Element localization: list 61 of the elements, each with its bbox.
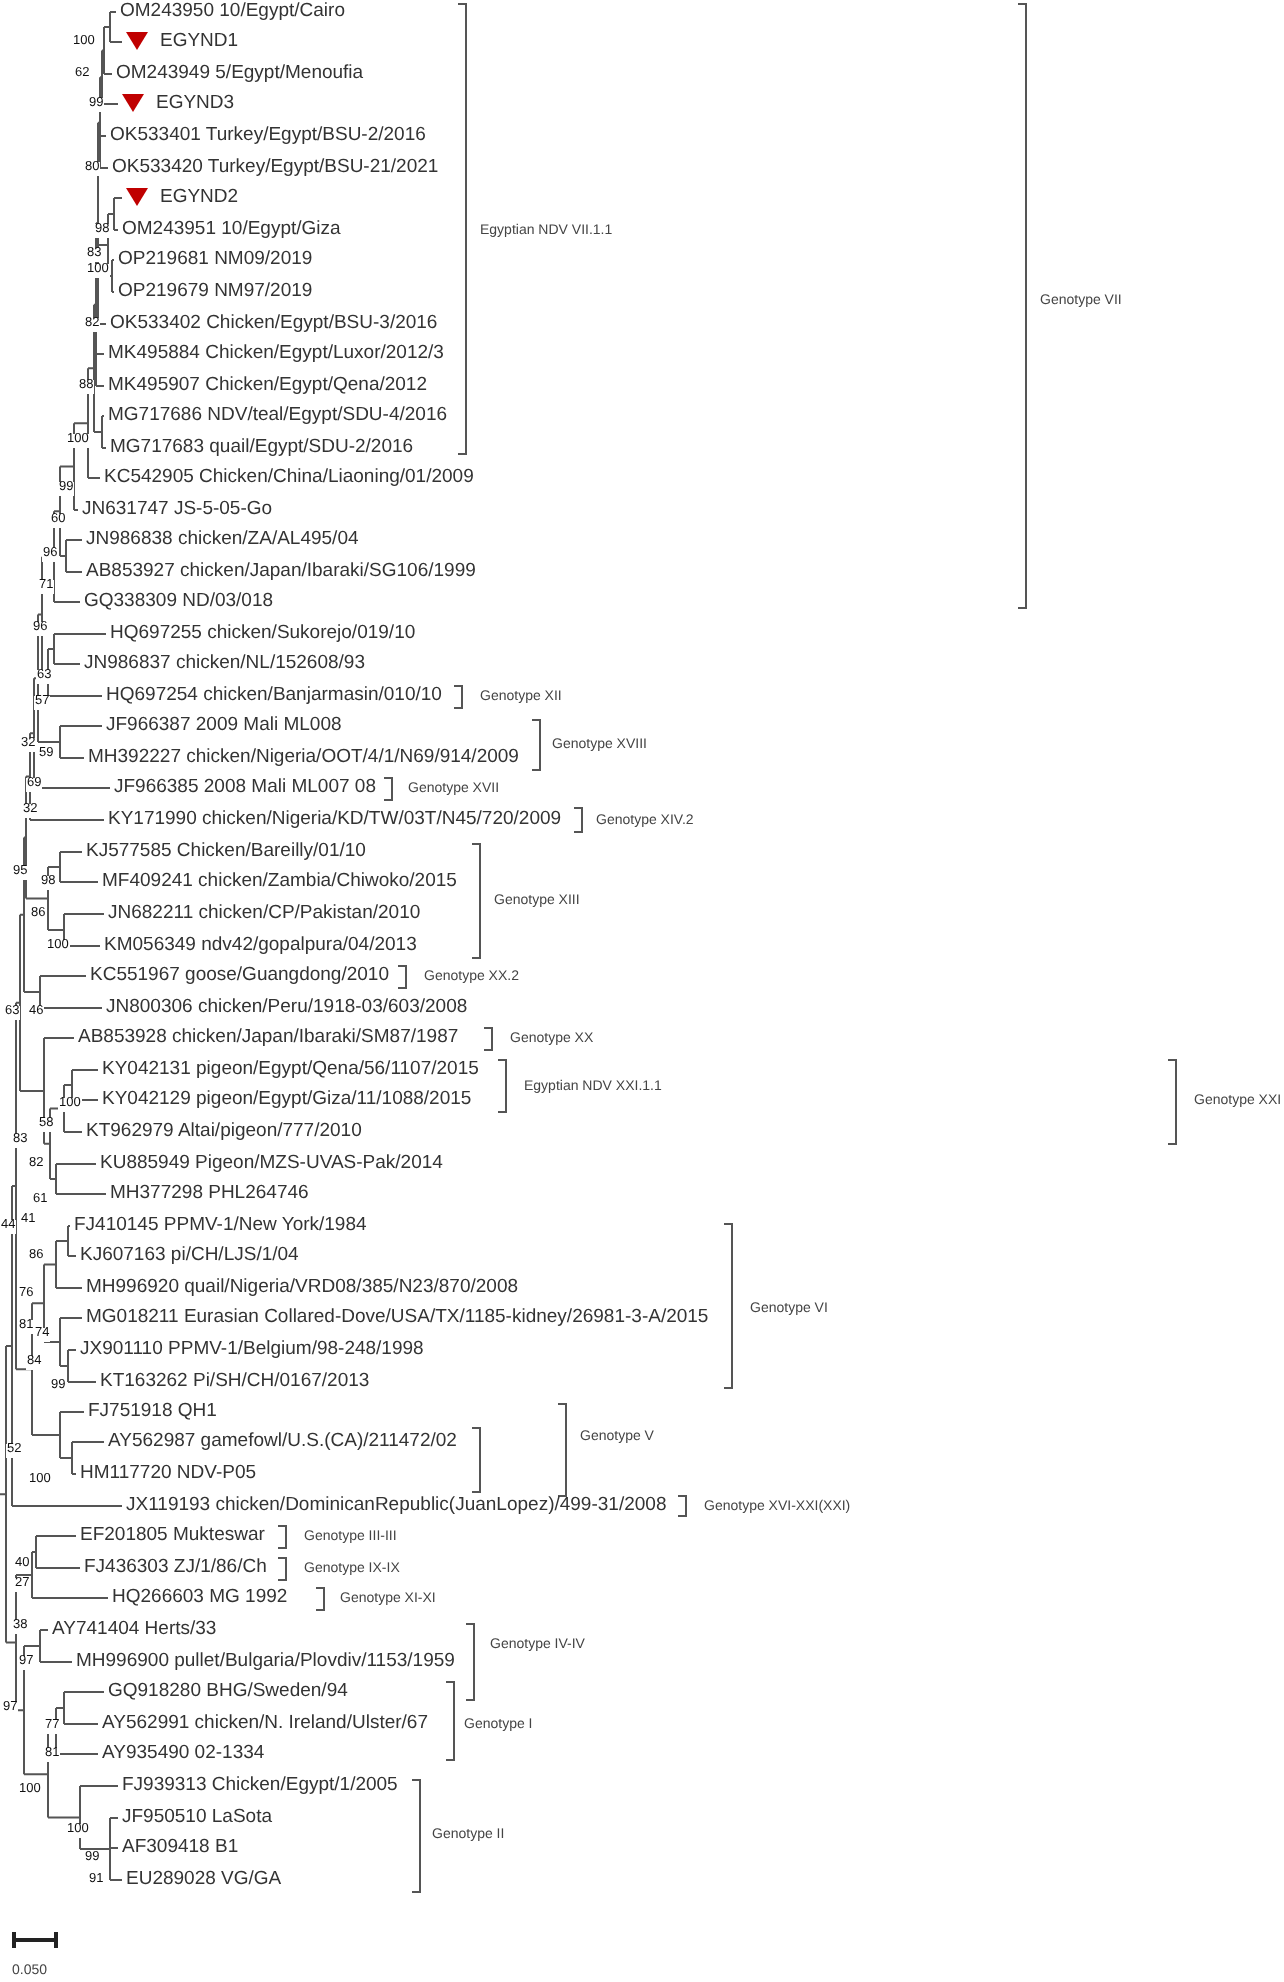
sequence-label: MK495884 Chicken/Egypt/Luxor/2012/3: [108, 344, 444, 363]
sequence-label: AY935490 02-1334: [102, 1744, 265, 1763]
sequence-label: KJ577585 Chicken/Bareilly/01/10: [86, 842, 366, 861]
sequence-label: OP219681 NM09/2019: [118, 250, 313, 269]
sequence-label: KU885949 Pigeon/MZS-UVAS-Pak/2014: [100, 1154, 443, 1173]
sequence-label: HQ697254 chicken/Banjarmasin/010/10: [106, 686, 442, 705]
sequence-label: JF950510 LaSota: [122, 1808, 273, 1827]
sequence-label: MH377298 PHL264746: [110, 1184, 309, 1203]
sequence-label: MF409241 chicken/Zambia/Chiwoko/2015: [102, 872, 457, 891]
sequence-label: KJ607163 pi/CH/LJS/1/04: [80, 1246, 299, 1265]
sequence-label: HM117720 NDV-P05: [80, 1464, 257, 1483]
sequence-label: EGYND3: [156, 94, 235, 113]
sequence-label: KY042131 pigeon/Egypt/Qena/56/1107/2015: [102, 1060, 479, 1079]
sequence-label: FJ939313 Chicken/Egypt/1/2005: [122, 1776, 398, 1795]
sequence-label: OM243951 10/Egypt/Giza: [122, 220, 341, 239]
sequence-label: MH392227 chicken/Nigeria/OOT/4/1/N69/914/2009: [88, 748, 519, 767]
sequence-label: KY042129 pigeon/Egypt/Giza/11/1088/2015: [102, 1090, 472, 1109]
sequence-label: JN986838 chicken/ZA/AL495/04: [86, 530, 359, 549]
sequence-label: GQ338309 ND/03/018: [84, 592, 274, 611]
sequence-label: AY562987 gamefowl/U.S.(CA)/211472/02: [108, 1432, 457, 1451]
sequence-label: AF309418 B1: [122, 1838, 239, 1857]
sequence-label: KT962979 Altai/pigeon/777/2010: [86, 1122, 362, 1141]
sequence-label: MG717683 quail/Egypt/SDU-2/2016: [110, 438, 414, 457]
sequence-label: FJ436303 ZJ/1/86/Ch: [84, 1558, 267, 1577]
sequence-label: JF966387 2009 Mali ML008: [106, 716, 342, 735]
sequence-label: MG717686 NDV/teal/Egypt/SDU-4/2016: [108, 406, 448, 425]
sequence-label: JF966385 2008 Mali ML007 08: [114, 778, 376, 797]
sequence-label: MH996920 quail/Nigeria/VRD08/385/N23/870/2008: [86, 1278, 519, 1297]
sequence-label: KY171990 chicken/Nigeria/KD/TW/03T/N45/720/2009: [108, 810, 562, 829]
sequence-label: KM056349 ndv42/gopalpura/04/2013: [104, 936, 417, 955]
sequence-label: EF201805 Mukteswar: [80, 1526, 265, 1545]
sequence-label: JN986837 chicken/NL/152608/93: [84, 654, 365, 673]
sequence-label: AY562991 chicken/N. Ireland/Ulster/67: [102, 1714, 428, 1733]
sequence-label: OP219679 NM97/2019: [118, 282, 313, 301]
sequence-label: HQ266603 MG 1992: [112, 1588, 288, 1607]
sequence-label: JX901110 PPMV-1/Belgium/98-248/1998: [80, 1340, 424, 1359]
sequence-label: KC542905 Chicken/China/Liaoning/01/2009: [104, 468, 474, 487]
sequence-label: FJ410145 PPMV-1/New York/1984: [74, 1216, 367, 1235]
sequence-label: OK533401 Turkey/Egypt/BSU-2/2016: [110, 126, 426, 145]
sequence-label: OK533420 Turkey/Egypt/BSU-21/2021: [112, 158, 439, 177]
sequence-label: JN631747 JS-5-05-Go: [82, 500, 273, 519]
sequence-label: OK533402 Chicken/Egypt/BSU-3/2016: [110, 314, 438, 333]
sequence-label: EGYND2: [160, 188, 239, 207]
sequence-label: OM243950 10/Egypt/Cairo: [120, 2, 345, 21]
sequence-label: GQ918280 BHG/Sweden/94: [108, 1682, 348, 1701]
sequence-label: FJ751918 QH1: [88, 1402, 217, 1421]
sequence-label: JN682211 chicken/CP/Pakistan/2010: [108, 904, 421, 923]
sequence-label: KT163262 Pi/SH/CH/0167/2013: [100, 1372, 370, 1391]
sequence-label: EU289028 VG/GA: [126, 1870, 282, 1889]
sequence-label: HQ697255 chicken/Sukorejo/019/10: [110, 624, 416, 643]
sequence-label: AY741404 Herts/33: [52, 1620, 217, 1639]
sequence-label: AB853927 chicken/Japan/Ibaraki/SG106/1999: [86, 562, 476, 581]
sequence-label: OM243949 5/Egypt/Menoufia: [116, 64, 364, 83]
sequence-label: MK495907 Chicken/Egypt/Qena/2012: [108, 376, 427, 395]
sequence-label: EGYND1: [160, 32, 239, 51]
sequence-label: JX119193 chicken/DominicanRepublic(JuanLopez)/499-31/2008: [126, 1496, 667, 1515]
sequence-label: MG018211 Eurasian Collared-Dove/USA/TX/1185-kidney/26981-3-A/2015: [86, 1308, 709, 1327]
sequence-label: KC551967 goose/Guangdong/2010: [90, 966, 389, 985]
sequence-label: MH996900 pullet/Bulgaria/Plovdiv/1153/1959: [76, 1652, 455, 1671]
sequence-label: JN800306 chicken/Peru/1918-03/603/2008: [106, 998, 468, 1017]
sequence-label: AB853928 chicken/Japan/Ibaraki/SM87/1987: [78, 1028, 459, 1047]
